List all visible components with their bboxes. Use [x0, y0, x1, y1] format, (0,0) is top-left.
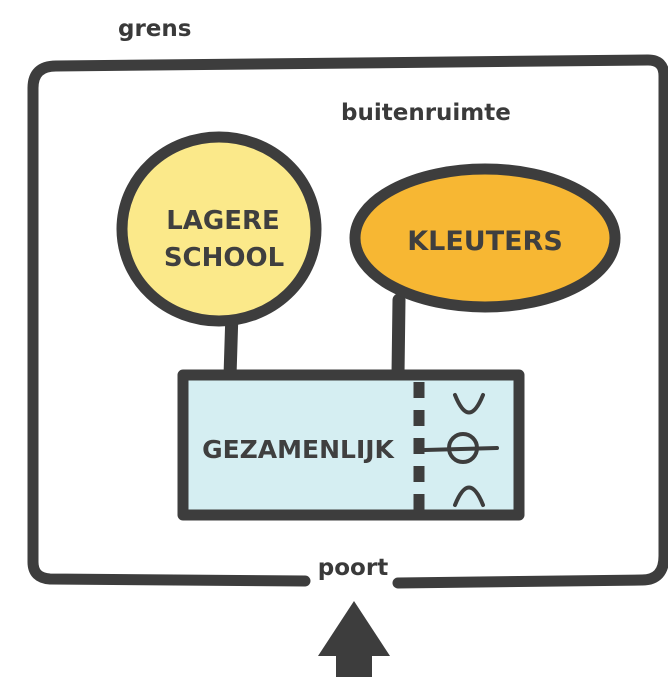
boundary-line — [27, 54, 668, 589]
door-swing-icon-top — [453, 393, 485, 415]
primary-school-label-line2: SCHOOL — [164, 243, 284, 273]
connector-kindergarten — [391, 293, 406, 381]
primary-school-label-line1: LAGERE — [166, 206, 280, 236]
gate-label: poort — [318, 555, 388, 581]
primary-school-zone — [116, 131, 322, 327]
outdoor-label: buitenruimte — [341, 100, 511, 126]
boundary-label: grens — [118, 16, 191, 42]
door-swing-icon-bottom — [453, 485, 485, 507]
kindergarten-label: KLEUTERS — [407, 226, 563, 257]
pivot-door-icon — [423, 432, 499, 464]
entrance-arrow-icon — [318, 601, 390, 677]
kindergarten-zone — [349, 163, 621, 313]
shared-label: GEZAMENLIJK — [202, 435, 395, 464]
